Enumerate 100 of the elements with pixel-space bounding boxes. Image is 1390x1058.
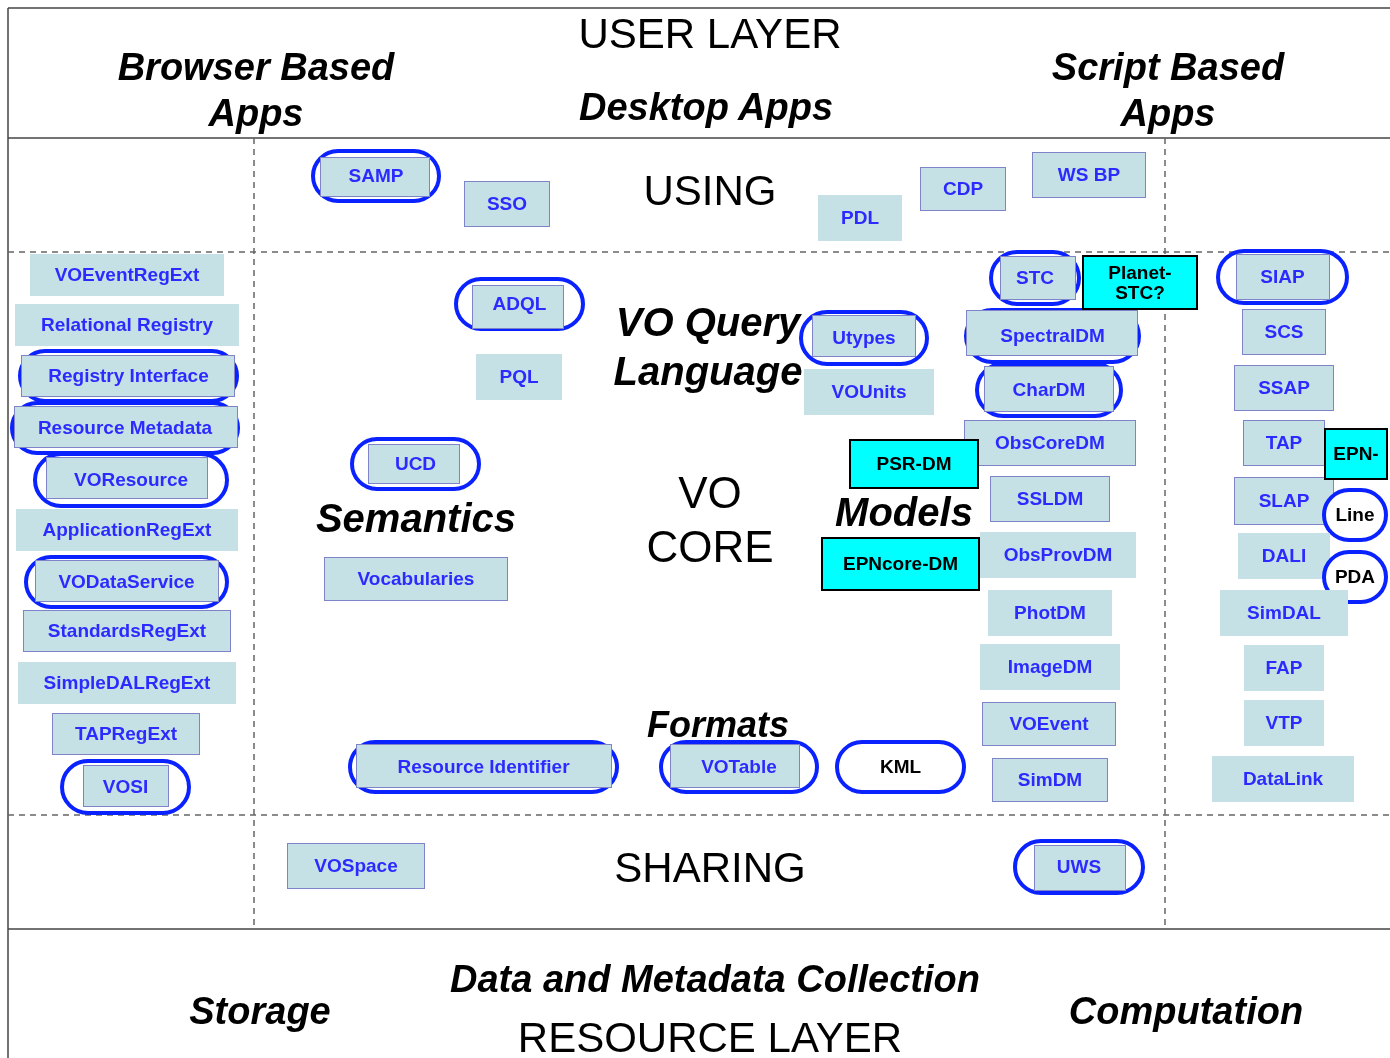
node-label: ObsProvDM	[1003, 545, 1113, 565]
node-label: VOTable	[701, 757, 777, 777]
node-label: PhotDM	[1014, 603, 1086, 623]
standard-box	[980, 532, 1136, 578]
highlighted-standard-box	[964, 308, 1141, 364]
node-label: Utypes	[832, 328, 896, 348]
node-label: VOEvent	[1009, 714, 1089, 734]
standard-box	[1234, 365, 1334, 411]
node-label: EPN-	[1332, 444, 1380, 464]
standard-box	[23, 610, 231, 652]
layer-title: SHARING	[613, 843, 807, 893]
standard-box	[476, 354, 562, 400]
node-label: WS BP	[1057, 165, 1121, 185]
proposal-box	[1322, 488, 1388, 542]
standard-box	[464, 181, 550, 227]
standard-box	[15, 304, 239, 346]
node-label: StandardsRegExt	[47, 621, 207, 641]
section-heading: Desktop Apps	[577, 85, 835, 130]
node-label: PSR-DM	[875, 454, 953, 474]
node-label: SpectralDM	[1000, 326, 1105, 346]
standard-box	[1238, 533, 1330, 579]
node-label: VOResource	[73, 470, 188, 490]
standard-box	[1243, 420, 1325, 466]
node-label: UWS	[1056, 857, 1102, 877]
node-label: PQL	[499, 367, 539, 387]
standard-box	[1242, 309, 1326, 355]
layer-title: USER LAYER	[577, 9, 843, 59]
standard-box	[16, 509, 238, 551]
standard-box	[287, 843, 425, 889]
node-label: Relational Registry	[40, 315, 214, 335]
node-label: ImageDM	[1007, 657, 1093, 677]
section-heading: Storage	[188, 989, 332, 1034]
highlighted-standard-box	[659, 740, 819, 794]
node-label: Registry Interface	[48, 366, 209, 386]
node-label: SLAP	[1258, 491, 1310, 511]
highlighted-standard-box	[18, 349, 239, 403]
node-label: SimDAL	[1247, 603, 1321, 623]
standard-box	[992, 758, 1108, 802]
section-heading: Models	[834, 489, 974, 536]
highlighted-standard-box	[348, 740, 619, 794]
node-label: ObsCoreDM	[995, 433, 1105, 453]
node-label: DataLink	[1242, 769, 1324, 789]
node-label: STC	[1016, 268, 1054, 288]
standard-box	[964, 420, 1136, 466]
node-label: VOSpace	[314, 856, 398, 876]
node-label: CharDM	[1012, 380, 1086, 400]
section-heading: Formats	[646, 703, 790, 747]
standard-box	[52, 713, 200, 755]
standard-box	[920, 167, 1006, 211]
node-label: TAP	[1265, 433, 1303, 453]
node-label: SAMP	[348, 166, 404, 186]
node-label: VOUnits	[831, 382, 907, 402]
highlighted-standard-box	[350, 437, 481, 491]
standard-box	[1212, 756, 1354, 802]
highlighted-standard-box	[1013, 839, 1145, 895]
highlighted-standard-box	[454, 277, 585, 331]
node-label: VOEventRegExt	[54, 265, 200, 285]
section-heading: Computation	[1067, 989, 1305, 1034]
standard-box	[324, 557, 508, 601]
node-label: SCS	[1264, 322, 1304, 342]
node-label: TAPRegExt	[74, 724, 178, 744]
highlighted-standard-box	[33, 452, 229, 508]
standard-box	[1032, 152, 1146, 198]
standard-box	[1220, 590, 1348, 636]
node-label: FAP	[1265, 658, 1303, 678]
layer-title: VO CORE	[645, 467, 775, 573]
standard-box	[818, 195, 902, 241]
proposal-box	[1324, 428, 1388, 480]
highlighted-standard-box	[311, 149, 441, 203]
node-label: Vocabularies	[357, 569, 475, 589]
section-heading: Browser Based Apps	[116, 45, 396, 137]
node-label: CDP	[942, 179, 984, 199]
node-label: SimDM	[1017, 770, 1083, 790]
section-heading: Semantics	[314, 495, 518, 542]
node-label: ApplicationRegExt	[42, 520, 212, 540]
node-label: Resource Identifier	[397, 757, 570, 777]
node-label: ADQL	[492, 294, 547, 314]
node-label: SSO	[486, 194, 528, 214]
standard-box	[980, 644, 1120, 690]
standard-box	[990, 476, 1110, 522]
standard-box	[804, 369, 934, 415]
section-heading: Script Based Apps	[1050, 45, 1286, 137]
proposal-box	[835, 740, 966, 794]
node-label: DALI	[1261, 546, 1307, 566]
node-label: VTP	[1265, 713, 1303, 733]
layer-title: RESOURCE LAYER	[516, 1013, 904, 1058]
node-label: SSAP	[1258, 378, 1310, 398]
highlighted-standard-box	[989, 250, 1081, 306]
standard-box	[988, 590, 1112, 636]
highlighted-standard-box	[24, 555, 229, 609]
node-label: Line	[1335, 505, 1375, 525]
node-label: EPNcore-DM	[841, 554, 960, 574]
layer-title: USING	[642, 166, 778, 216]
section-heading: Data and Metadata Collection	[449, 957, 981, 1002]
node-label: VOSI	[102, 777, 149, 797]
node-label: SimpleDALRegExt	[43, 673, 211, 693]
node-label: UCD	[394, 454, 437, 474]
node-label: VODataService	[58, 572, 195, 592]
highlighted-standard-box	[975, 362, 1123, 418]
standard-box	[18, 662, 236, 704]
